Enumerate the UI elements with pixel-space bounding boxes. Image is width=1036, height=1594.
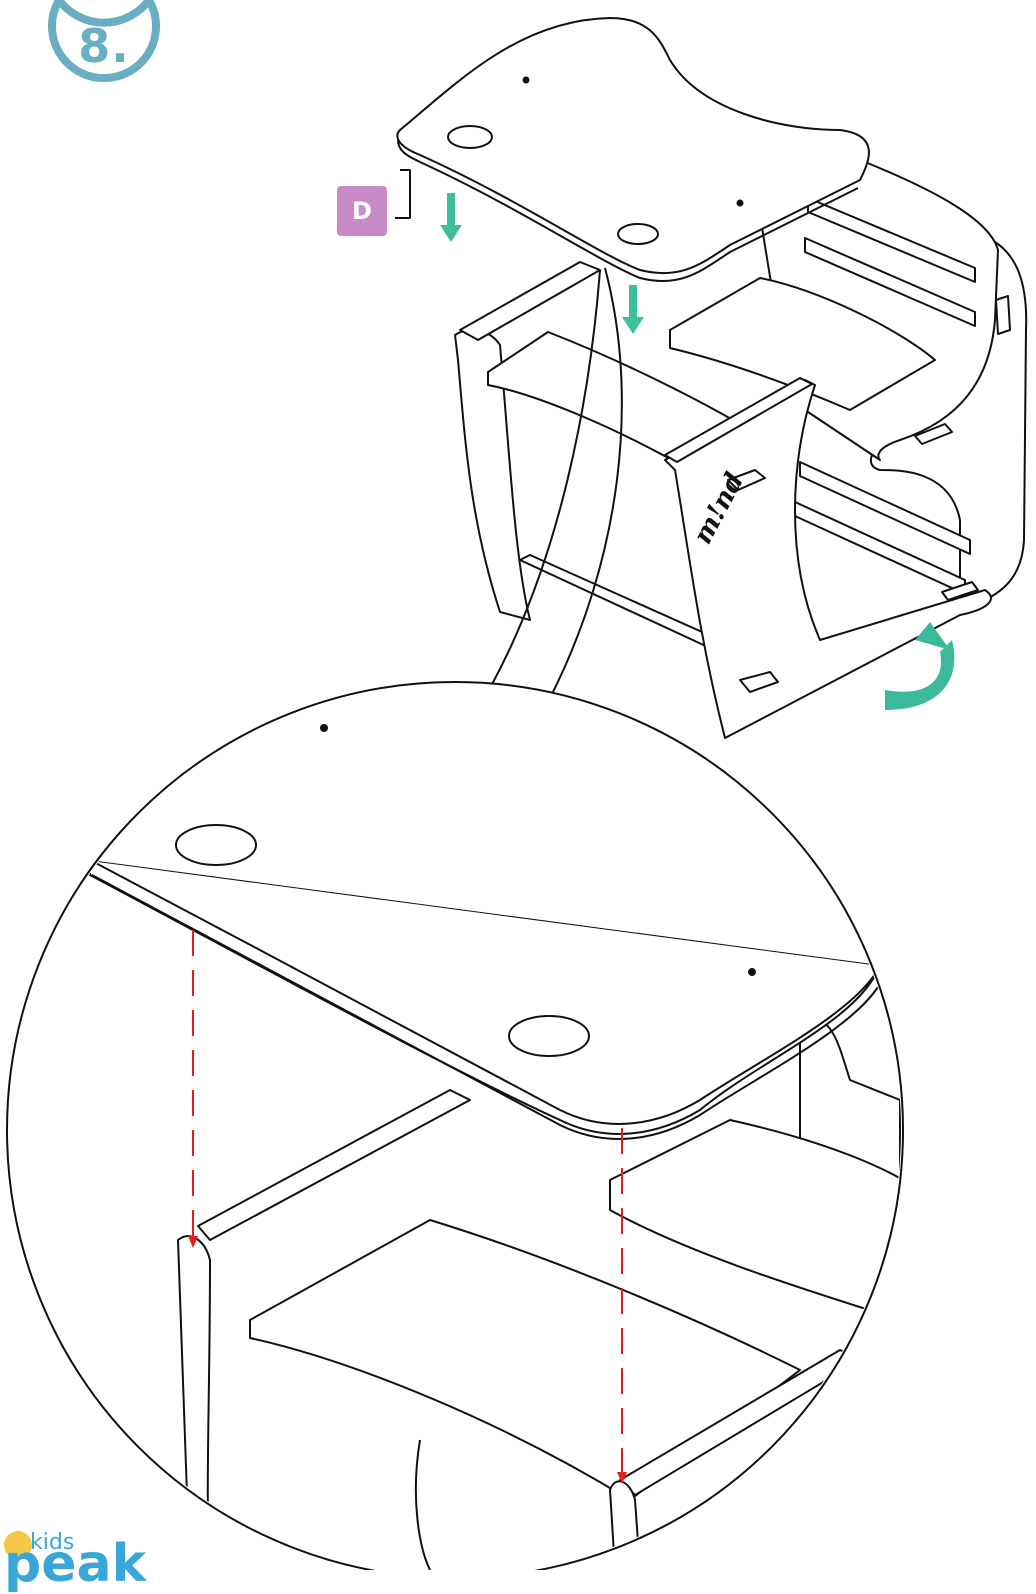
down-arrow-icon [622,285,644,334]
peg-1 [727,469,766,491]
down-arrow-icon [440,193,462,242]
step-badge-ring [48,0,160,82]
callout-line-left [489,269,601,689]
front-panel [664,379,992,739]
top-hole-1 [447,125,493,149]
callout-line-right [549,267,623,699]
zoom-hole-2 [508,1015,590,1057]
part-bracket [395,169,411,219]
slat-3 [799,461,971,555]
slat-2 [804,237,976,327]
slat-4 [794,501,966,595]
top-board-edge [397,139,859,283]
left-top-rail [459,261,601,341]
peg-2 [739,671,779,693]
slat-1 [807,197,976,283]
front-top-rail [664,377,813,463]
zoom-top-board [89,859,881,1135]
left-side-panel [454,328,531,621]
step-number: 8. [78,19,130,73]
logo-kids: kids [30,1530,75,1555]
zoom-top-board-top [9,700,900,965]
peg-4 [941,581,979,601]
zoom-left-rail [197,1089,471,1241]
logo-peak: peak [4,1534,147,1594]
peg-5 [995,295,1011,335]
peg-3 [914,423,953,445]
rotate-arrow-icon [885,622,955,710]
top-hole-2 [617,223,659,245]
top-board-d [396,17,870,275]
logo-sun [4,1531,32,1559]
upper-seat [669,277,936,411]
zoom-hole-1 [175,824,257,866]
zoom-left-panel [177,1235,211,1570]
part-label-tag: D [337,186,387,236]
